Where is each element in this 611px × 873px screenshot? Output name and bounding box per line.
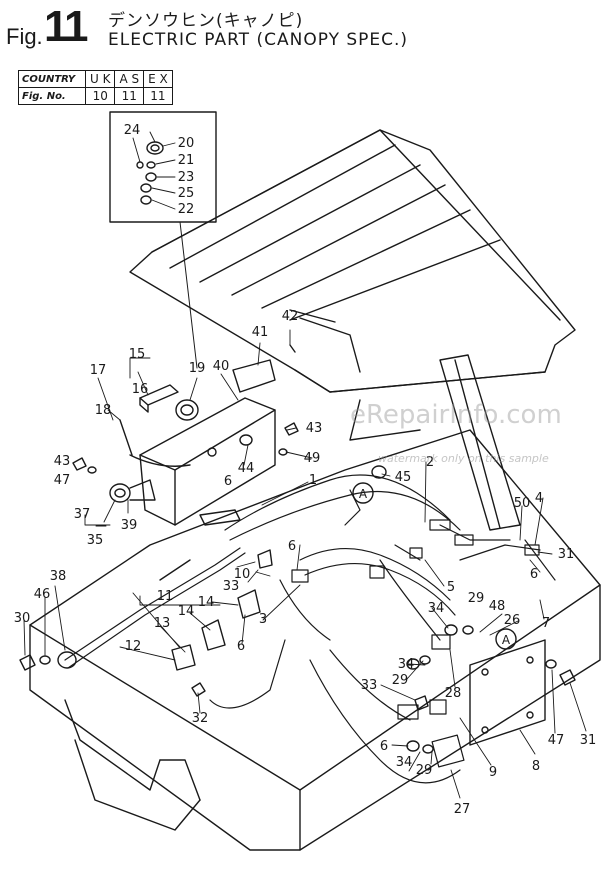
callout-10: 10	[234, 567, 251, 582]
ref-a-circle-1	[352, 482, 374, 504]
callout-29b: 29	[392, 673, 409, 688]
callout-20: 20	[178, 136, 195, 151]
callout-34b: 34	[398, 657, 415, 672]
callout-7: 7	[542, 616, 550, 631]
canopy-pillar	[349, 354, 521, 531]
callout-46: 46	[34, 587, 51, 602]
callout-2: 2	[426, 455, 434, 470]
callout-5: 5	[447, 580, 455, 595]
callout-48: 48	[489, 599, 506, 614]
callout-6e: 6	[380, 739, 388, 754]
callout-22: 22	[178, 202, 195, 217]
fig-number: 11	[44, 2, 88, 51]
callout-19: 19	[189, 361, 206, 376]
callout-43a: 43	[306, 421, 323, 436]
country-table: COUNTRY U K A S E X Fig. No. 10 11 11	[18, 70, 173, 105]
callout-6a: 6	[224, 474, 232, 489]
callout-34c: 34	[396, 755, 413, 770]
callout-47a: 47	[54, 473, 71, 488]
callout-33a: 33	[223, 579, 240, 594]
callout-27: 27	[454, 802, 471, 817]
callout-1: 1	[309, 473, 317, 488]
callout-16: 16	[132, 382, 149, 397]
fig-no-as: 11	[114, 87, 145, 105]
callout-37: 37	[74, 507, 91, 522]
title-english: ELECTRIC PART (CANOPY SPEC.)	[108, 30, 409, 50]
ref-a-circle-2	[495, 628, 517, 650]
callout-6b: 6	[288, 539, 296, 554]
callout-39: 39	[121, 518, 138, 533]
callout-14a: 14	[198, 595, 215, 610]
watermark-text: eRepairInfo.com	[350, 400, 562, 430]
callout-28: 28	[445, 686, 462, 701]
callout-17: 17	[90, 363, 107, 378]
meter-panel-box	[139, 397, 276, 526]
callout-4: 4	[535, 491, 543, 506]
fig-no-uk: 10	[84, 87, 116, 105]
callout-30: 30	[14, 611, 31, 626]
fig-prefix: Fig.	[6, 24, 43, 49]
callout-29a: 29	[468, 591, 485, 606]
ref-a-label-1: A	[359, 487, 368, 501]
callout-41: 41	[252, 325, 269, 340]
callout-43b: 43	[54, 454, 71, 469]
canopy-roof	[129, 129, 576, 393]
callout-11: 11	[157, 589, 174, 604]
watermark-subtext: watermark only on this sample	[378, 452, 549, 465]
callout-32: 32	[192, 711, 209, 726]
callout-38: 38	[50, 569, 67, 584]
connectors	[291, 519, 540, 768]
callout-9: 9	[489, 765, 497, 780]
callout-45: 45	[395, 470, 412, 485]
callout-6d: 6	[237, 639, 245, 654]
group-brackets	[84, 357, 221, 606]
callout-44: 44	[238, 461, 255, 476]
callout-8: 8	[532, 759, 540, 774]
callout-33b: 33	[361, 678, 378, 693]
horn	[109, 479, 156, 503]
callout-35: 35	[87, 533, 104, 548]
callout-6c: 6	[530, 567, 538, 582]
machine-base	[29, 429, 601, 851]
callout-13: 13	[154, 616, 171, 631]
ref-a-label-2: A	[502, 633, 511, 647]
wiring-harness	[64, 474, 556, 784]
callout-50: 50	[514, 496, 531, 511]
callout-34a: 34	[428, 601, 445, 616]
callout-12: 12	[125, 639, 142, 654]
callout-42: 42	[282, 309, 299, 324]
callout-26: 26	[504, 613, 521, 628]
callout-47b: 47	[548, 733, 565, 748]
callout-23: 23	[178, 170, 195, 185]
callout-3: 3	[259, 612, 267, 627]
callout-29c: 29	[416, 763, 433, 778]
hardware-parts	[19, 344, 576, 754]
inset-detail-box	[109, 111, 217, 369]
callout-31top: 31	[558, 547, 575, 562]
fig-no-row: Fig. No. 10 11 11	[18, 87, 173, 105]
callout-40: 40	[213, 359, 230, 374]
leader-lines	[23, 131, 587, 799]
callout-14b: 14	[178, 604, 195, 619]
callout-15: 15	[129, 347, 146, 362]
switch-module	[119, 384, 191, 467]
callout-18: 18	[95, 403, 112, 418]
title-japanese: デンソウヒン(キャノピ)	[108, 11, 304, 31]
callout-49: 49	[304, 451, 321, 466]
callout-24: 24	[124, 123, 141, 138]
callout-21: 21	[178, 153, 195, 168]
callout-31: 31	[580, 733, 597, 748]
mounting-plate	[469, 639, 546, 746]
callout-25: 25	[178, 186, 195, 201]
fig-no-ex: 11	[143, 87, 173, 105]
